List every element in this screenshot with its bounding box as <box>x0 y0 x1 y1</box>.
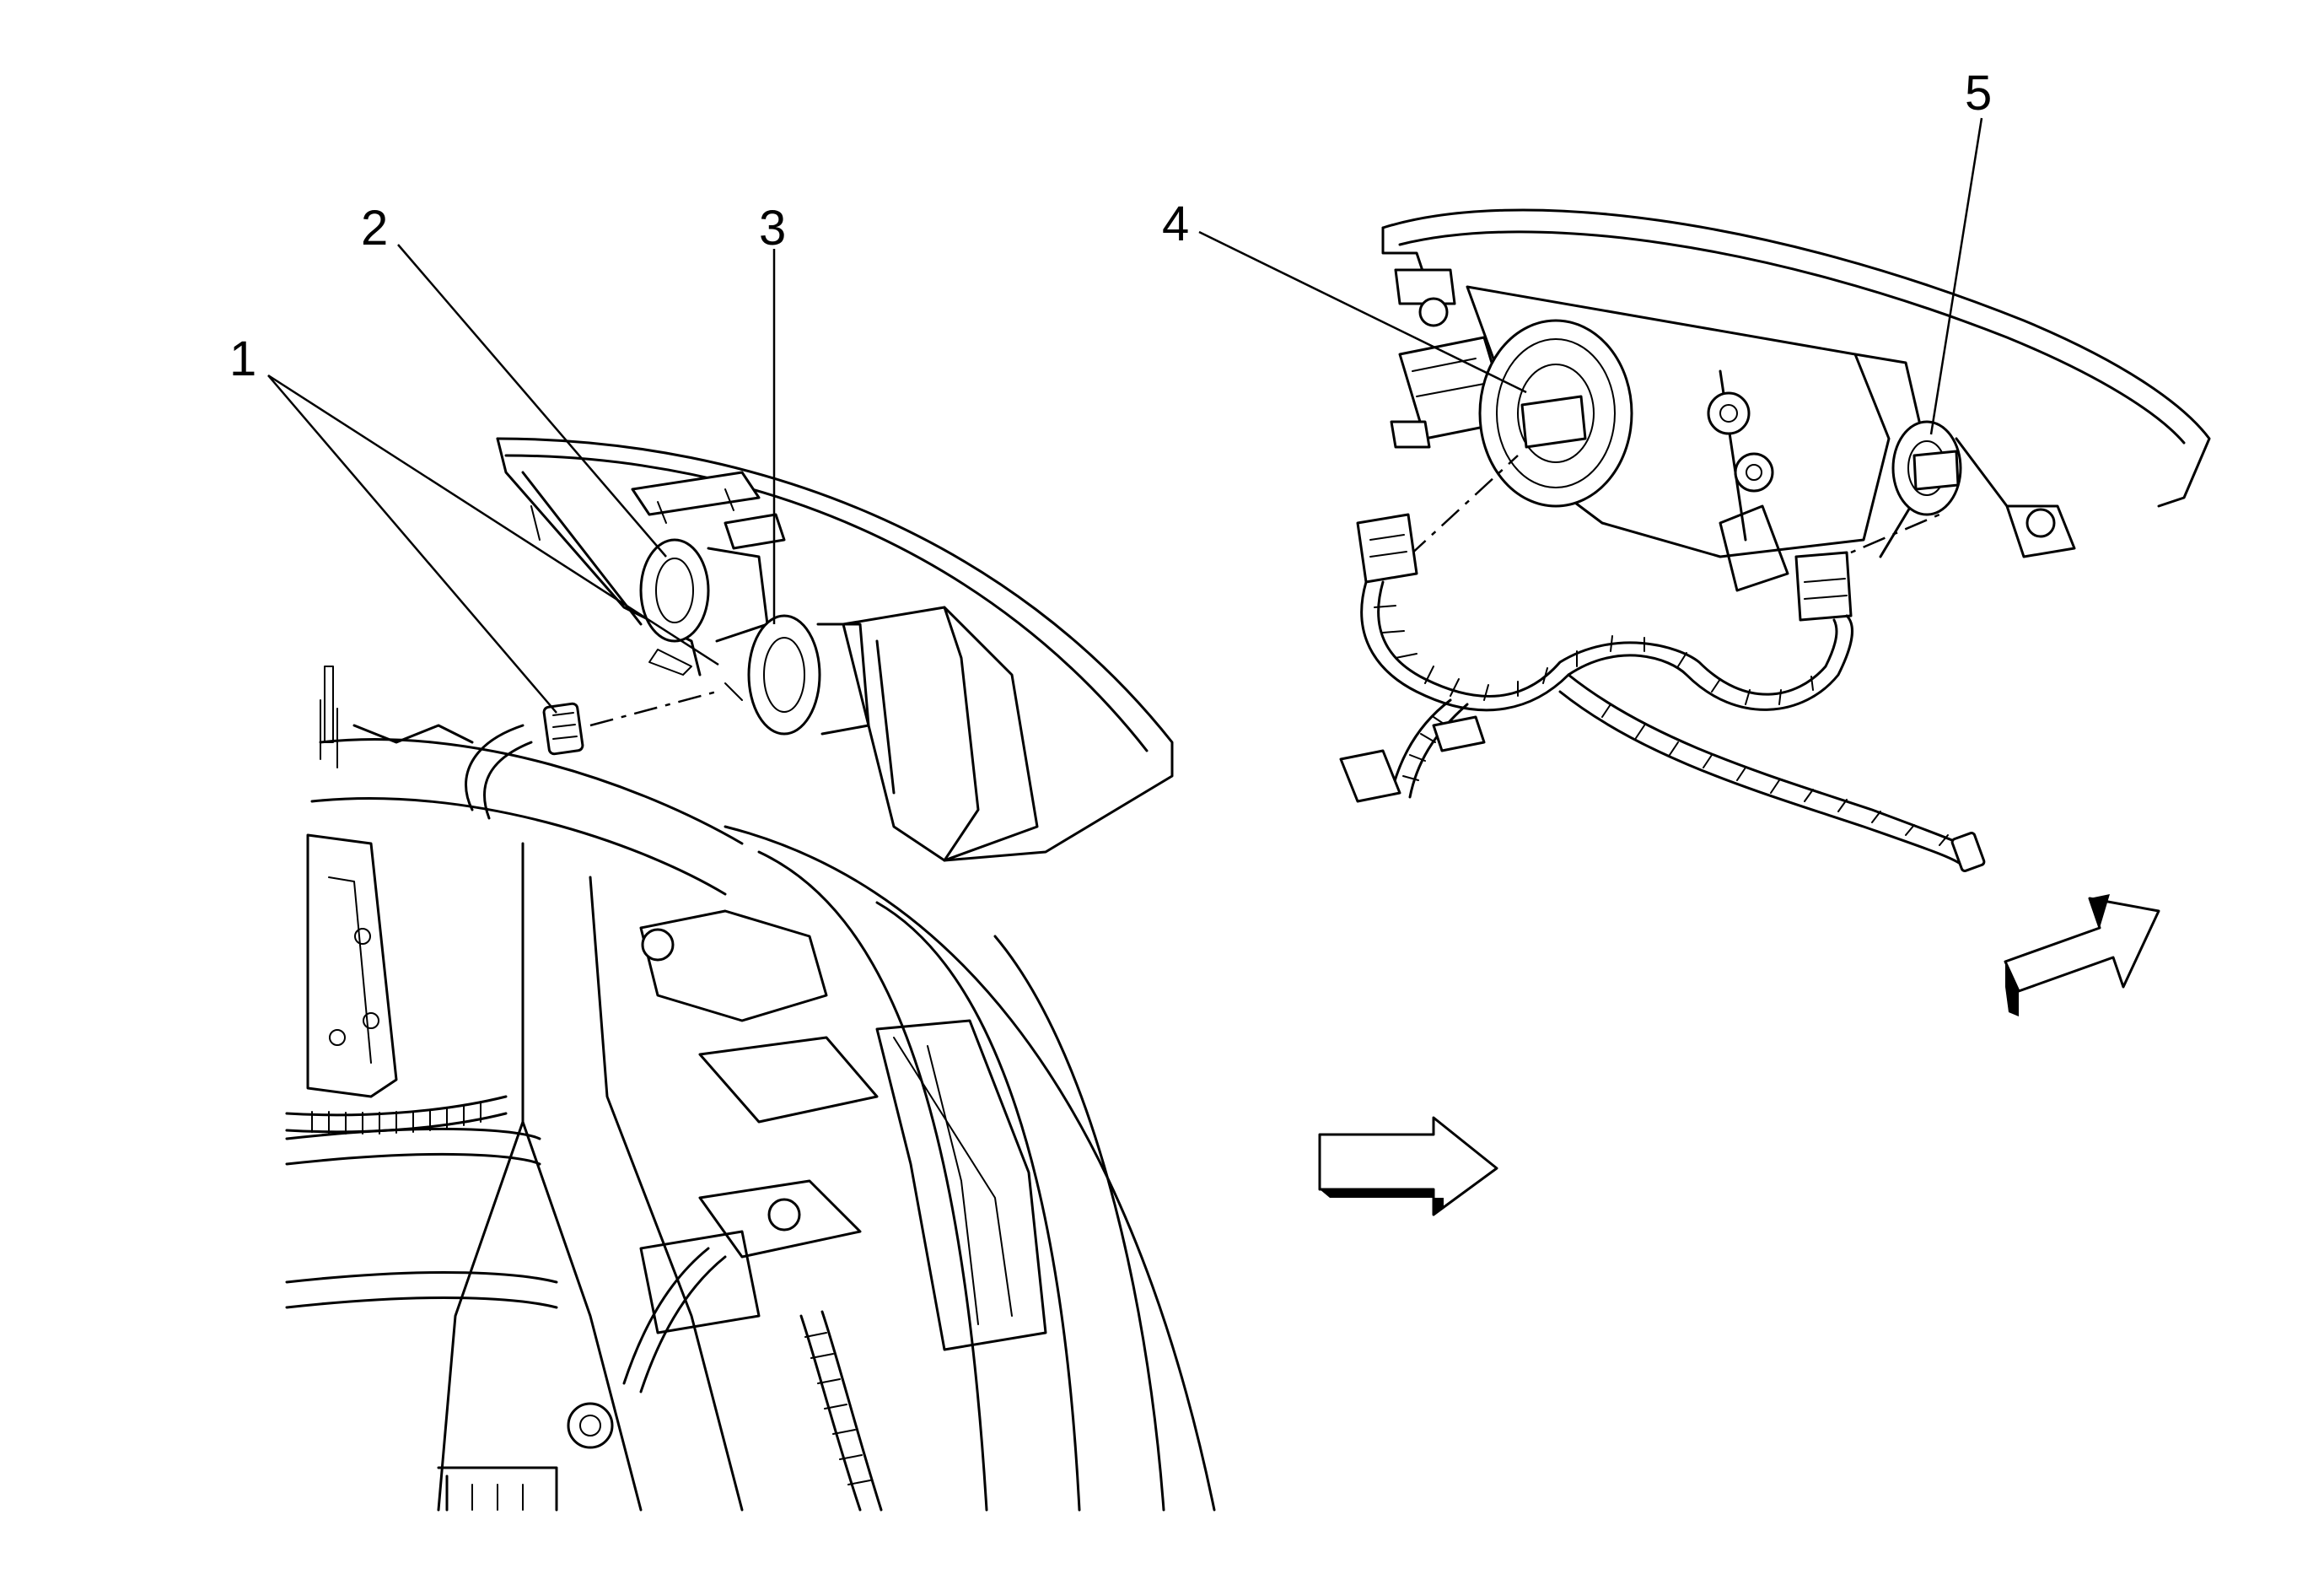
callout-4: 4 <box>1162 197 1189 251</box>
headlamp-rear-view <box>1381 208 2211 592</box>
callout-5: 5 <box>1965 66 1992 121</box>
arrow-up-right-icon <box>2004 894 2160 1016</box>
headlamp-wiring-harness <box>1339 513 1986 872</box>
callout-1: 1 <box>229 332 256 386</box>
leader-lines <box>267 117 1983 714</box>
electrical-connector-1 <box>542 690 718 756</box>
arrow-right-icon <box>1318 1116 1498 1216</box>
callout-labels: 1 2 3 4 5 <box>229 66 1992 386</box>
callout-2: 2 <box>361 201 388 256</box>
headlamp-assembly-left <box>496 437 1174 862</box>
vehicle-front-structure <box>285 666 1216 1512</box>
callout-3: 3 <box>759 201 786 256</box>
